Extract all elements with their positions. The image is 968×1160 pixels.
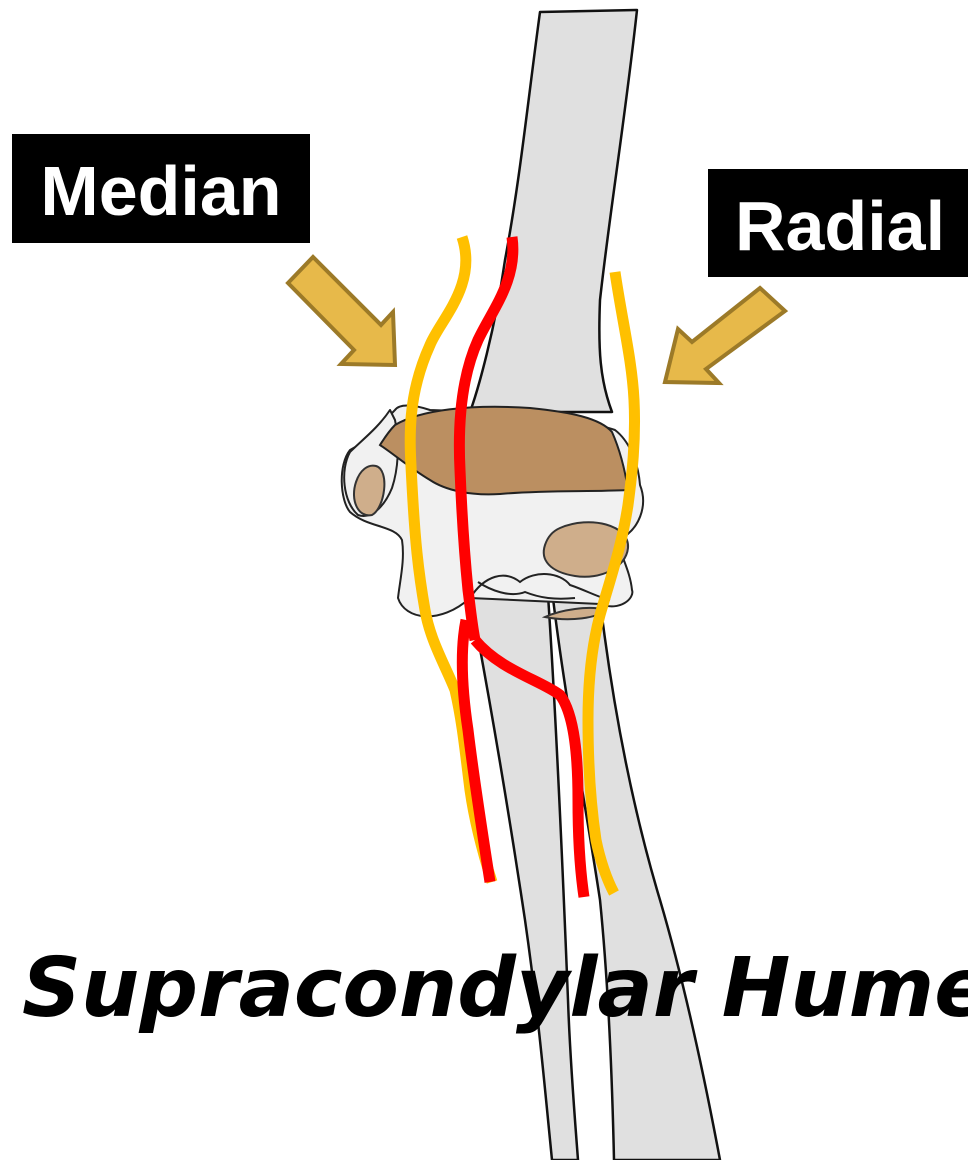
- radial-arrow-icon: [665, 288, 785, 383]
- median-label: Median: [40, 152, 281, 230]
- caption-title: Supracondylar Humer: [22, 941, 968, 1036]
- radial-label: Radial: [735, 187, 945, 265]
- humerus-shaft: [470, 10, 637, 412]
- median-arrow-icon: [288, 257, 395, 365]
